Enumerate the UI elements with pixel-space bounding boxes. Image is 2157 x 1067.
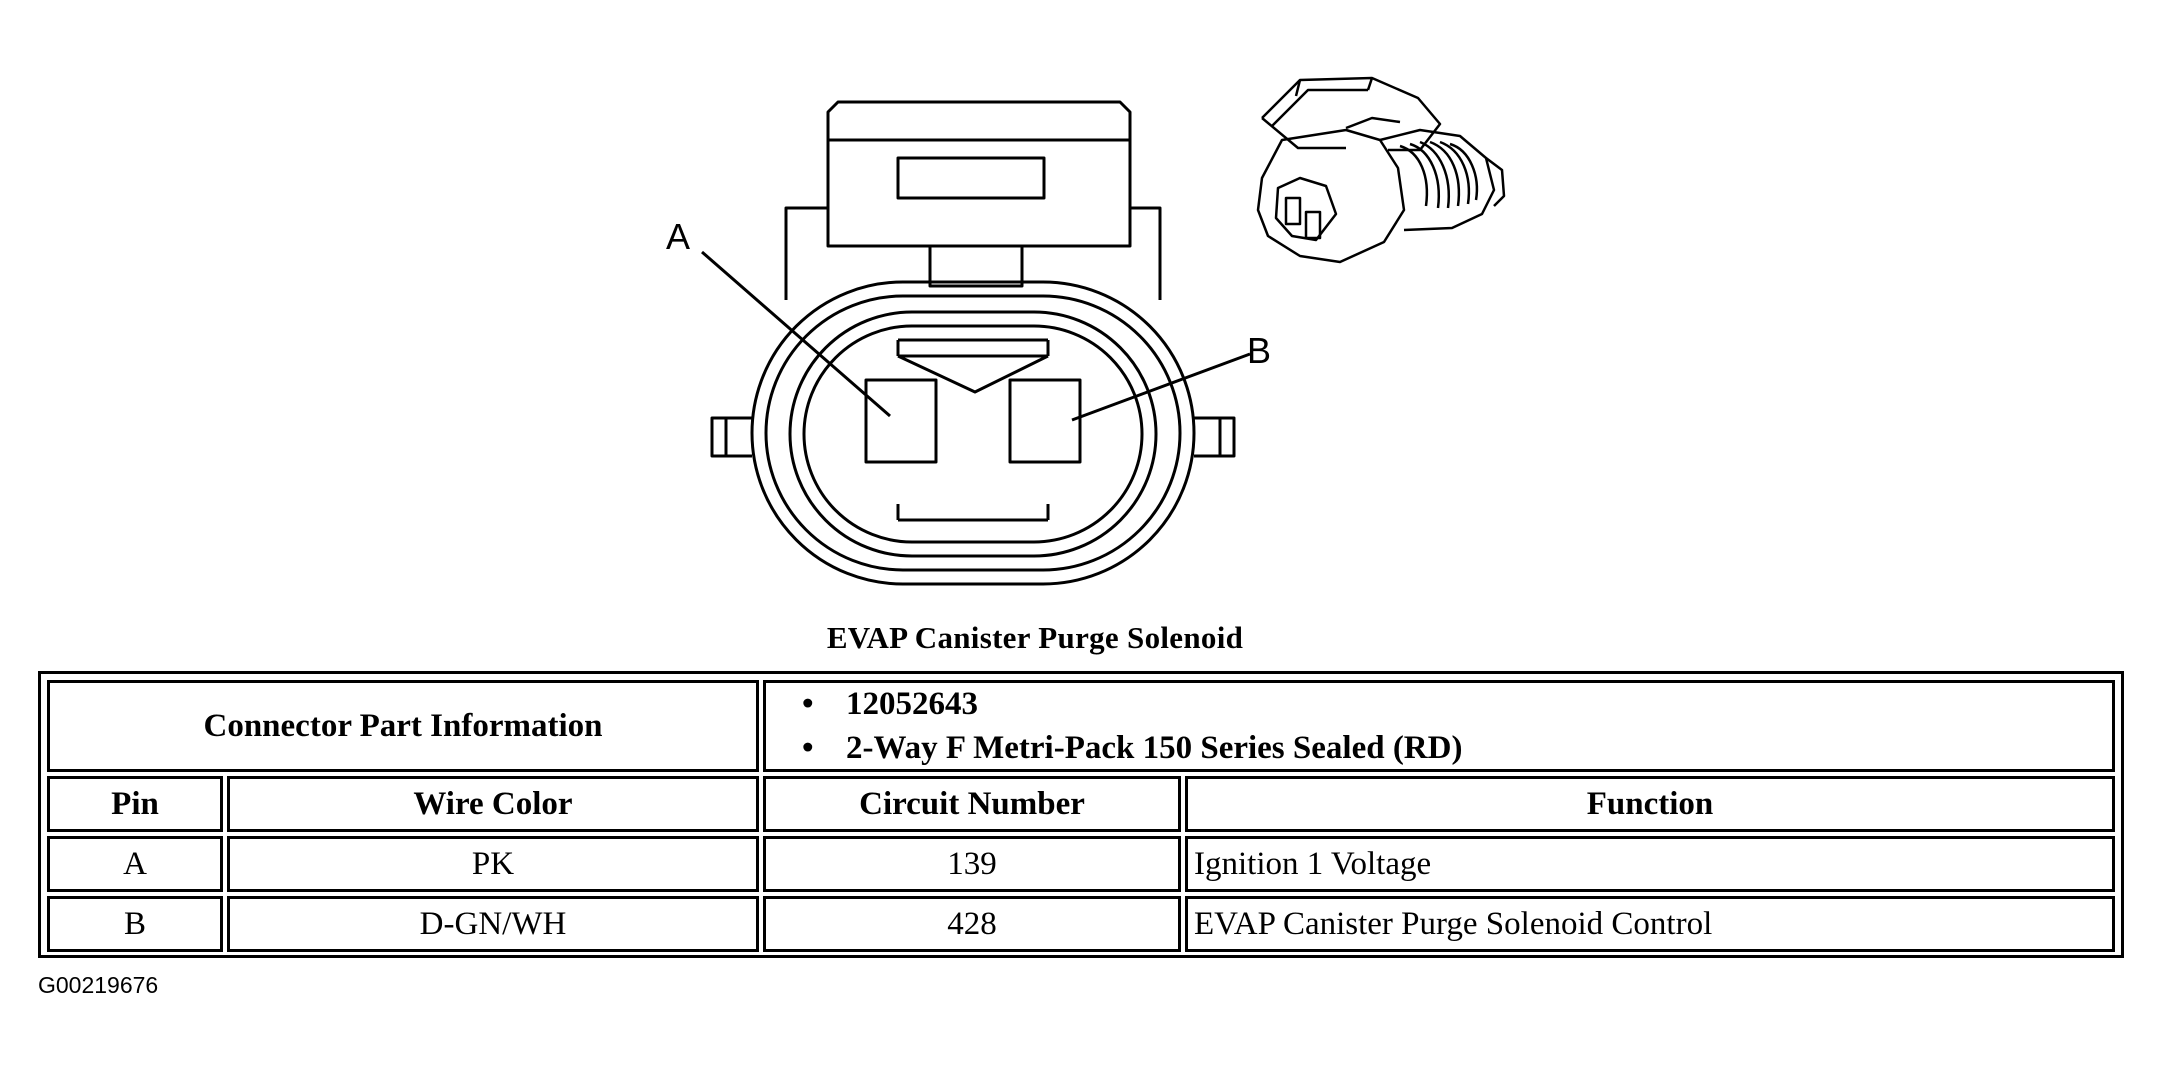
wire-color-cell: PK (227, 836, 759, 892)
column-header-wire-color: Wire Color (227, 776, 759, 832)
column-header-function: Function (1185, 776, 2115, 832)
connector-part-info-label: Connector Part Information (203, 707, 603, 744)
wire-color-cell: D-GN/WH (227, 896, 759, 952)
circuit-number-cell: 428 (763, 896, 1181, 952)
connector-iso-view (1256, 76, 1506, 264)
function-cell: Ignition 1 Voltage (1185, 836, 2115, 892)
column-header-pin: Pin (47, 776, 223, 832)
pin-b-callout: B (1247, 330, 1272, 371)
connector-part-info-header: Connector Part Information (47, 680, 759, 772)
pin-a-callout: A (666, 216, 691, 257)
connector-face-view (701, 100, 1251, 586)
part-number: 12052643 (802, 682, 2112, 726)
part-info-list: 12052643 2-Way F Metri-Pack 150 Series S… (766, 682, 2112, 770)
pin-cell: A (47, 836, 223, 892)
figure-reference-code: G00219676 (38, 972, 159, 998)
connector-description: 2-Way F Metri-Pack 150 Series Sealed (RD… (802, 726, 2112, 770)
connector-part-info-values: 12052643 2-Way F Metri-Pack 150 Series S… (763, 680, 2115, 772)
connector-table: Connector Part Information 12052643 2-Wa… (38, 671, 2124, 958)
column-header-circuit-number: Circuit Number (763, 776, 1181, 832)
pin-cell: B (47, 896, 223, 952)
circuit-number-cell: 139 (763, 836, 1181, 892)
function-cell: EVAP Canister Purge Solenoid Control (1185, 896, 2115, 952)
diagram-caption: EVAP Canister Purge Solenoid (826, 620, 1244, 655)
